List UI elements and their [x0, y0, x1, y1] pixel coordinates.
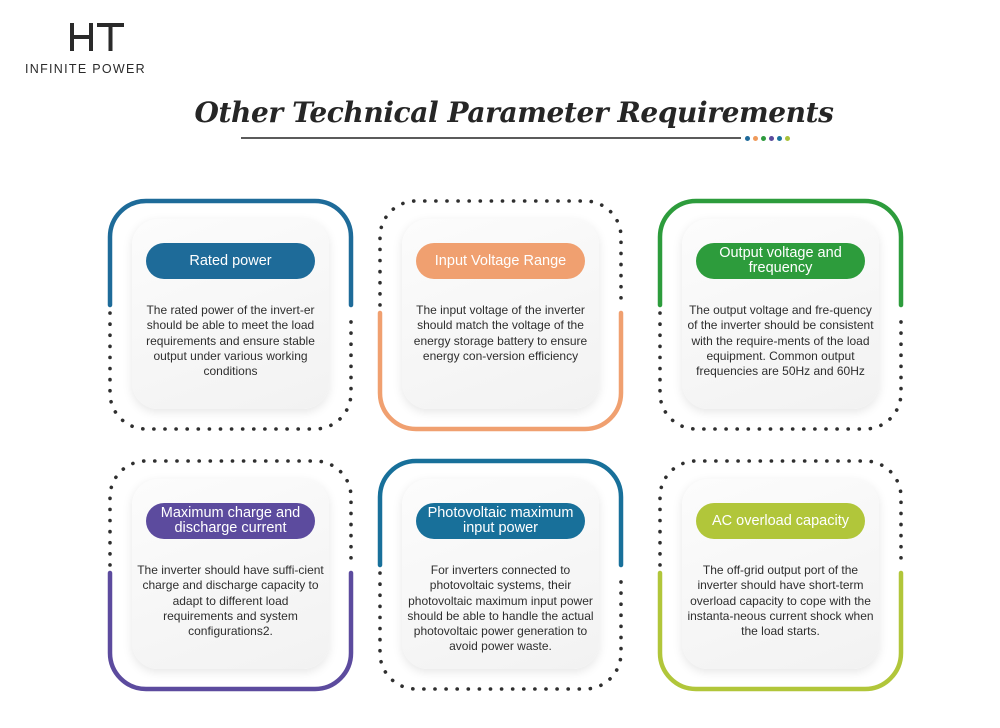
- card-description: The input voltage of the inverter should…: [413, 303, 588, 363]
- title-dot: [769, 136, 774, 141]
- card-title-badge: Photovoltaic maximum input power: [416, 503, 585, 539]
- title-dot: [745, 136, 750, 141]
- card-output-voltage-frequency: Output voltage and frequency The output …: [657, 198, 904, 431]
- card-description: The rated power of the invert-er should …: [146, 303, 315, 379]
- card-frame: [107, 198, 354, 431]
- card-frame: [377, 458, 624, 691]
- card-input-voltage-range: Input Voltage Range The input voltage of…: [377, 199, 624, 432]
- card-description: The inverter should have suffi-cient cha…: [137, 563, 324, 639]
- card-description: The output voltage and fre-quency of the…: [687, 303, 874, 379]
- card-description: The off-grid output port of the inverter…: [687, 563, 874, 639]
- brand-logo: INFINITE POWER: [22, 18, 172, 78]
- card-ac-overload-capacity: AC overload capacity The off-grid output…: [657, 459, 904, 692]
- title-dot-accents: [745, 136, 790, 142]
- card-max-charge-discharge-current: Maximum charge and discharge current The…: [107, 459, 354, 692]
- card-title-badge: Rated power: [146, 243, 315, 279]
- title-dot: [785, 136, 790, 141]
- card-pv-max-input-power: Photovoltaic maximum input power For inv…: [377, 458, 624, 691]
- card-title-badge: Output voltage and frequency: [696, 243, 865, 279]
- title-dot: [761, 136, 766, 141]
- card-title-badge: Maximum charge and discharge current: [146, 503, 315, 539]
- card-title-badge: AC overload capacity: [696, 503, 865, 539]
- card-description: For inverters connected to photovoltaic …: [407, 563, 594, 654]
- card-frame: [657, 459, 904, 692]
- ht-logo-icon: [70, 23, 124, 51]
- title-dot: [777, 136, 782, 141]
- card-frame: [377, 199, 624, 432]
- title-underline: [241, 137, 741, 139]
- card-rated-power: Rated power The rated power of the inver…: [107, 198, 354, 431]
- card-frame: [657, 198, 904, 431]
- card-frame: [107, 459, 354, 692]
- title-dot: [753, 136, 758, 141]
- card-title-badge: Input Voltage Range: [416, 243, 585, 279]
- page-title: Other Technical Parameter Requirements: [194, 96, 834, 129]
- logo-text: INFINITE POWER: [25, 62, 146, 76]
